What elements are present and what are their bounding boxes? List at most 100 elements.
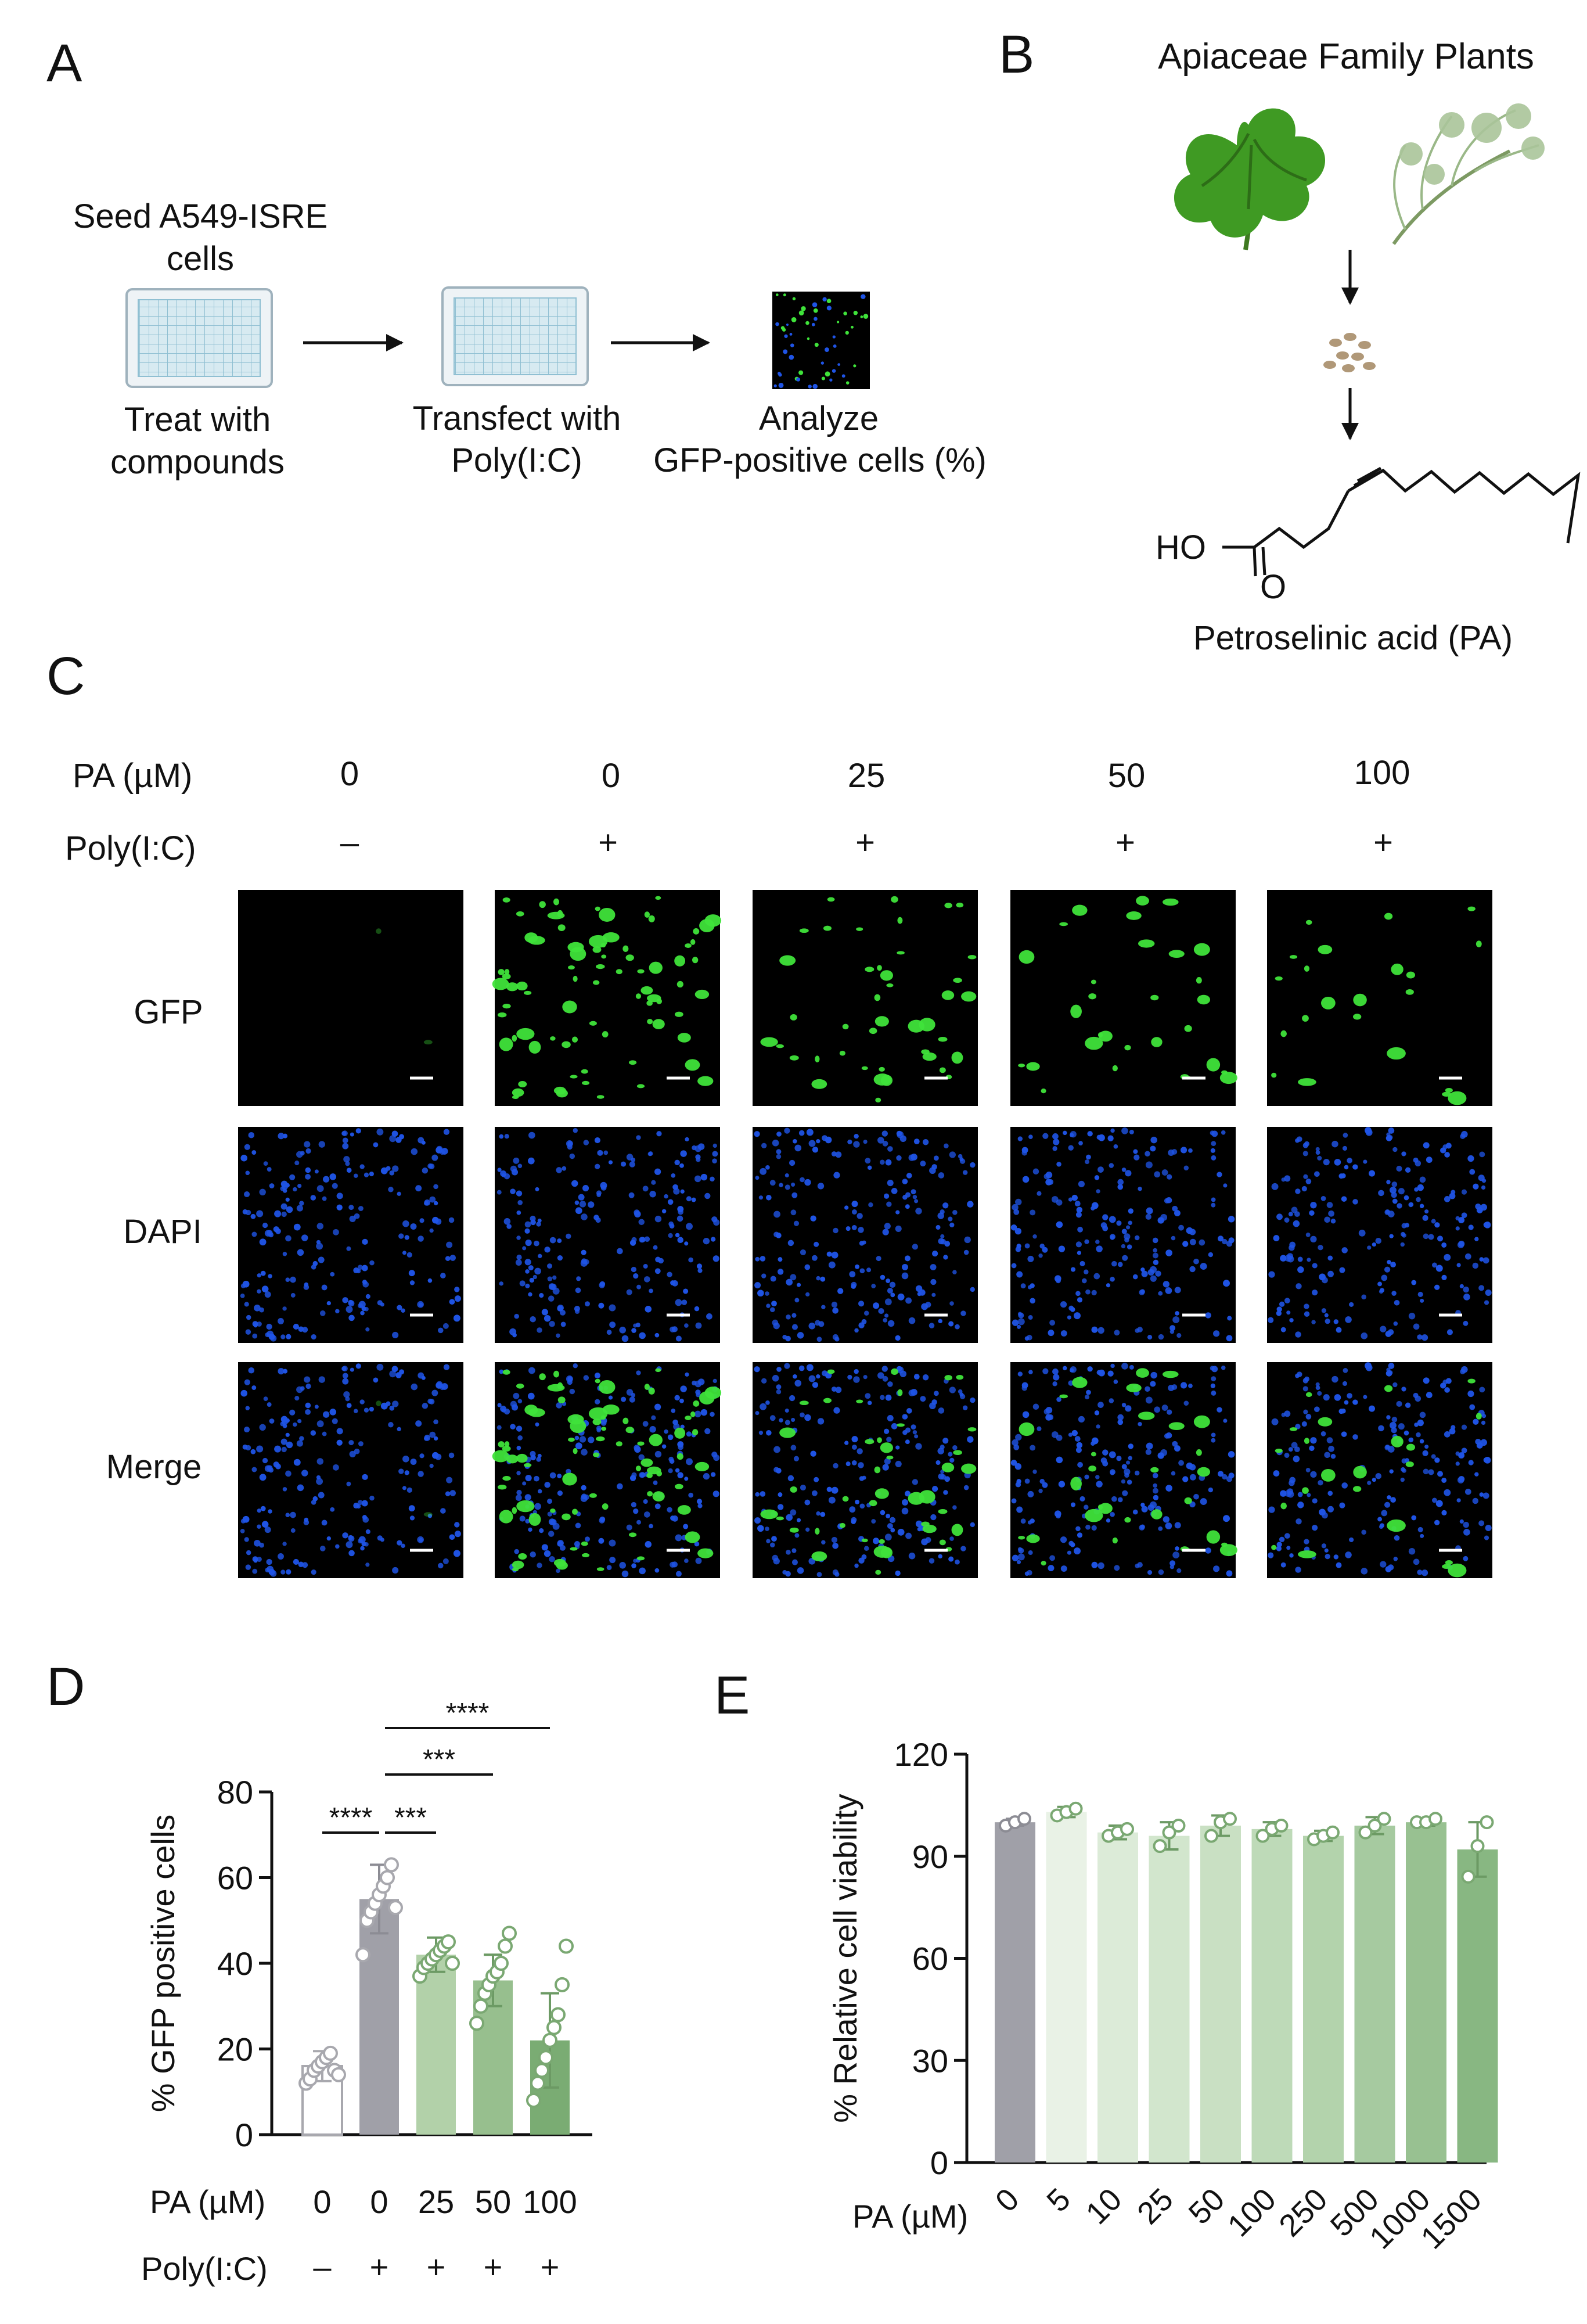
dapi-nucleus bbox=[895, 1225, 902, 1232]
thumbnail-cell-dot bbox=[853, 364, 857, 368]
dapi-nucleus bbox=[1372, 1242, 1376, 1247]
thumbnail-cell-dot bbox=[812, 383, 818, 389]
micrograph-background bbox=[1267, 890, 1492, 1106]
dapi-nucleus bbox=[1482, 1257, 1489, 1264]
dapi-nucleus bbox=[364, 1172, 369, 1177]
dapi-nucleus bbox=[656, 1131, 662, 1137]
dapi-nucleus bbox=[1094, 1410, 1100, 1416]
dapi-nucleus bbox=[899, 1135, 907, 1143]
dapi-nucleus bbox=[1334, 1394, 1341, 1401]
gfp-positive-cell bbox=[502, 1004, 511, 1009]
dapi-nucleus bbox=[1211, 1438, 1216, 1443]
dapi-nucleus bbox=[1459, 1284, 1464, 1289]
dapi-nucleus bbox=[438, 1562, 444, 1569]
gfp-positive-cell bbox=[571, 1036, 578, 1043]
dapi-nucleus bbox=[285, 1197, 290, 1202]
gfp-positive-cell bbox=[875, 1097, 881, 1103]
thumbnail-cell-dot bbox=[812, 302, 818, 307]
dapi-nucleus bbox=[275, 1463, 281, 1470]
data-point bbox=[1223, 1812, 1237, 1826]
dapi-nucleus bbox=[1150, 1501, 1157, 1508]
dapi-nucleus bbox=[938, 1473, 945, 1480]
dapi-nucleus bbox=[1420, 1298, 1424, 1303]
dapi-nucleus bbox=[391, 1130, 398, 1137]
dapi-nucleus bbox=[1358, 1229, 1366, 1237]
dapi-nucleus bbox=[1181, 1382, 1187, 1389]
dapi-nucleus bbox=[773, 1446, 780, 1453]
dapi-nucleus bbox=[773, 1467, 779, 1473]
dapi-nucleus bbox=[784, 1363, 790, 1369]
dapi-nucleus bbox=[358, 1303, 363, 1309]
dapi-nucleus bbox=[509, 1328, 517, 1335]
dapi-nucleus bbox=[1018, 1312, 1024, 1319]
dapi-nucleus bbox=[675, 1299, 682, 1306]
dapi-nucleus bbox=[362, 1474, 368, 1481]
dapi-nucleus bbox=[275, 1228, 281, 1234]
dapi-nucleus bbox=[884, 1223, 891, 1230]
gfp-positive-cell bbox=[880, 970, 893, 981]
gfp-positive-cell bbox=[506, 1454, 519, 1464]
dapi-nucleus bbox=[804, 1264, 811, 1270]
gfp-positive-cell bbox=[589, 1493, 597, 1498]
dapi-nucleus bbox=[556, 1333, 560, 1338]
dapi-nucleus bbox=[1074, 1312, 1081, 1320]
dapi-nucleus bbox=[1183, 1400, 1189, 1406]
dapi-nucleus bbox=[575, 1207, 582, 1215]
gfp-positive-cell bbox=[692, 1429, 699, 1436]
dapi-nucleus bbox=[754, 1282, 761, 1289]
dapi-nucleus bbox=[511, 1404, 519, 1411]
dapi-nucleus bbox=[1060, 1330, 1067, 1337]
data-point bbox=[473, 1998, 488, 2014]
dapi-nucleus bbox=[639, 1332, 646, 1339]
dapi-nucleus bbox=[1312, 1289, 1318, 1296]
dapi-nucleus bbox=[380, 1167, 388, 1174]
dapi-nucleus bbox=[1344, 1400, 1349, 1405]
data-point bbox=[469, 2016, 484, 2031]
gfp-positive-cell bbox=[685, 1416, 692, 1420]
dapi-nucleus bbox=[710, 1176, 715, 1182]
dapi-nucleus bbox=[1027, 1334, 1032, 1341]
dapi-nucleus bbox=[935, 1224, 941, 1230]
dapi-nucleus bbox=[769, 1415, 776, 1421]
gfp-positive-cell bbox=[518, 1553, 527, 1560]
dapi-nucleus bbox=[1077, 1251, 1081, 1255]
dapi-nucleus bbox=[645, 1306, 652, 1313]
dapi-nucleus bbox=[1163, 1281, 1170, 1288]
gfp-positive-cell bbox=[865, 1439, 875, 1445]
dapi-nucleus bbox=[1387, 1495, 1391, 1500]
dapi-nucleus bbox=[1479, 1257, 1484, 1262]
dapi-nucleus bbox=[1221, 1365, 1226, 1370]
dapi-nucleus bbox=[432, 1452, 439, 1459]
dapi-nucleus bbox=[887, 1415, 894, 1422]
dapi-nucleus bbox=[1084, 1269, 1089, 1275]
dapi-nucleus bbox=[694, 1541, 700, 1547]
dapi-nucleus bbox=[884, 1458, 891, 1465]
dapi-nucleus bbox=[429, 1431, 436, 1438]
dapi-nucleus bbox=[1321, 1308, 1327, 1313]
gfp-positive-cell bbox=[690, 1411, 696, 1417]
dapi-nucleus bbox=[1085, 1395, 1090, 1400]
dapi-nucleus bbox=[1056, 1397, 1061, 1402]
dapi-nucleus bbox=[285, 1183, 290, 1188]
thumbnail-cell-dot bbox=[801, 306, 806, 311]
dapi-nucleus bbox=[712, 1143, 717, 1148]
dapi-nucleus bbox=[1152, 1252, 1158, 1259]
data-point bbox=[1171, 1819, 1186, 1833]
dapi-nucleus bbox=[654, 1568, 660, 1573]
dapi-nucleus bbox=[1434, 1222, 1440, 1228]
gfp-positive-cell bbox=[1085, 1508, 1103, 1522]
x-category-label: 10 bbox=[1079, 2182, 1129, 2231]
gfp-positive-cell bbox=[1196, 977, 1202, 984]
dapi-nucleus bbox=[454, 1295, 461, 1302]
dapi-nucleus bbox=[1077, 1297, 1083, 1303]
dapi-nucleus bbox=[1310, 1471, 1317, 1478]
dapi-nucleus bbox=[1367, 1245, 1372, 1250]
gfp-positive-cell bbox=[815, 1528, 820, 1535]
dapi-nucleus bbox=[548, 1295, 555, 1302]
dapi-nucleus bbox=[1394, 1535, 1400, 1541]
dapi-nucleus bbox=[1010, 1224, 1017, 1231]
dapi-nucleus bbox=[1097, 1166, 1104, 1173]
dapi-nucleus bbox=[1174, 1522, 1181, 1529]
dapi-nucleus bbox=[448, 1452, 455, 1459]
gfp-positive-cell bbox=[1126, 1384, 1142, 1392]
